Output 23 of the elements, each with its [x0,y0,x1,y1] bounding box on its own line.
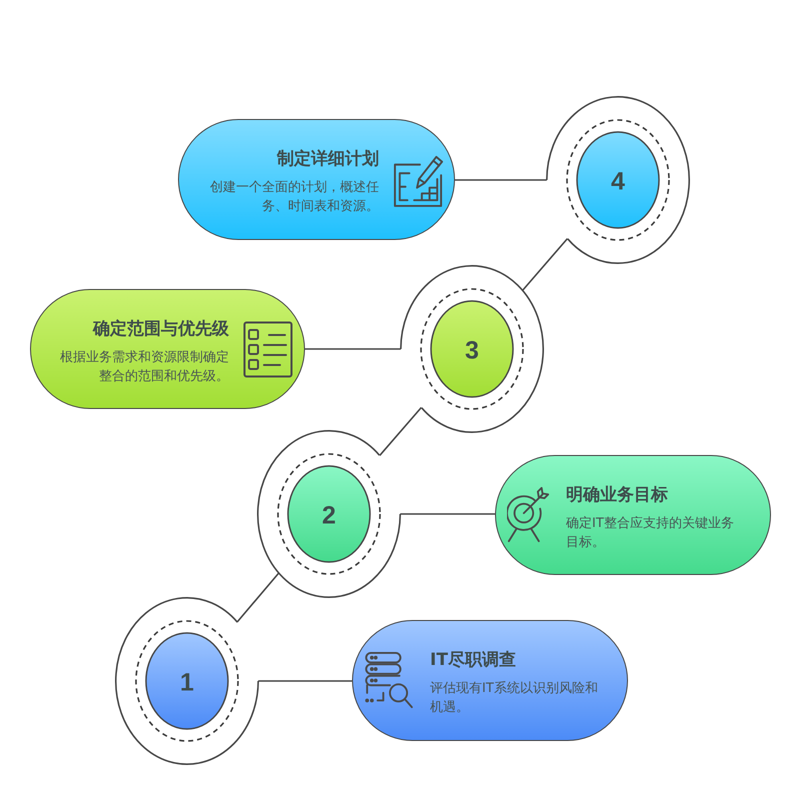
connector-line [455,179,547,181]
step-number: 2 [322,502,336,530]
connector-line [400,513,495,515]
step-title: 制定详细计划 [277,149,379,170]
step-number: 1 [180,668,194,697]
connector-line [258,680,352,682]
step-description: 评估现有IT系统以识别风险和机遇。 [430,680,599,717]
step-title: IT尽职调查 [430,650,516,671]
step-title: 确定范围与优先级 [93,318,229,340]
numbered-circle [546,96,690,264]
connector-line [522,238,568,291]
step-description: 创建一个全面的计划，概述任务、时间表和资源。 [209,179,379,216]
step-number: 4 [611,168,625,196]
step-number: 3 [465,336,479,365]
step-description: 确定IT整合应支持的关键业务目标。 [566,514,735,552]
step-description: 根据业务需求和资源限制确定整合的范围和优先级。 [59,348,229,386]
numbered-circle [115,597,259,765]
connector-line [236,572,280,623]
step-title: 明确业务目标 [566,484,668,506]
numbered-circle [257,430,401,598]
connector-line [305,348,401,350]
numbered-circle [400,265,544,433]
connector-line [379,406,422,456]
